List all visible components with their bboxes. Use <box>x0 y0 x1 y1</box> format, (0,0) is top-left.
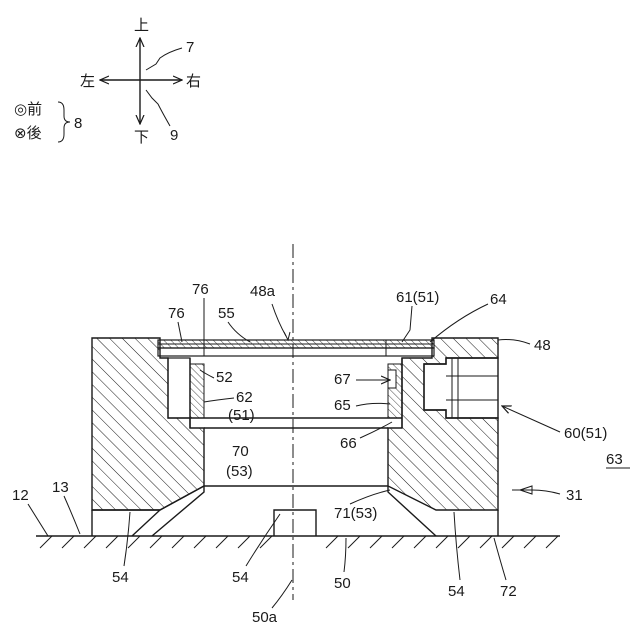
ground-hatch <box>40 536 558 548</box>
label-55: 55 <box>218 305 235 322</box>
label-67: 67 <box>334 371 351 388</box>
label-front: ◎前 <box>14 100 42 118</box>
ref-8: 8 <box>74 115 82 132</box>
label-52: 52 <box>216 369 233 386</box>
top-plate-lower <box>158 348 434 356</box>
bottom-boss <box>274 510 316 536</box>
ref-9: 9 <box>170 127 178 144</box>
label-54-right: 54 <box>448 583 465 600</box>
label-63: 63 <box>606 451 623 468</box>
label-70: 70 <box>232 443 249 460</box>
label-60: 60(51) <box>564 425 607 442</box>
label-71: 71(53) <box>334 505 377 522</box>
label-13: 13 <box>52 479 69 496</box>
label-left: 左 <box>80 72 95 90</box>
label-back: ⊗後 <box>14 124 42 142</box>
label-62: 62 <box>236 389 253 406</box>
label-31: 31 <box>566 487 583 504</box>
label-50a: 50a <box>252 609 278 626</box>
label-48: 48 <box>534 337 551 354</box>
direction-legend: 上 下 左 右 7 9 ◎前 ⊗後 8 <box>14 16 201 146</box>
label-76-top: 76 <box>192 281 209 298</box>
label-right: 右 <box>186 72 201 90</box>
label-up: 上 <box>134 16 149 34</box>
label-61: 61(51) <box>396 289 439 306</box>
label-54-mid: 54 <box>232 569 249 586</box>
leader-7 <box>146 48 182 70</box>
cross-section <box>36 244 560 600</box>
legend-brace <box>58 102 70 142</box>
label-65: 65 <box>334 397 351 414</box>
label-64: 64 <box>490 291 507 308</box>
label-62-sub: (51) <box>228 407 255 424</box>
left-ring-62 <box>190 364 204 418</box>
left-pocket <box>168 358 190 418</box>
label-down: 下 <box>134 128 149 146</box>
right-slot-67 <box>388 370 396 388</box>
label-50: 50 <box>334 575 351 592</box>
ref-7: 7 <box>186 39 194 56</box>
right-port-60 <box>424 358 498 418</box>
label-76-left: 76 <box>168 305 185 322</box>
left-chamfer <box>92 510 160 536</box>
label-72: 72 <box>500 583 517 600</box>
label-54-left: 54 <box>112 569 129 586</box>
label-12: 12 <box>12 487 29 504</box>
label-70-sub: (53) <box>226 463 253 480</box>
left-body-section <box>92 338 204 510</box>
label-48a: 48a <box>250 283 276 300</box>
label-66: 66 <box>340 435 357 452</box>
leader-9 <box>146 90 170 126</box>
